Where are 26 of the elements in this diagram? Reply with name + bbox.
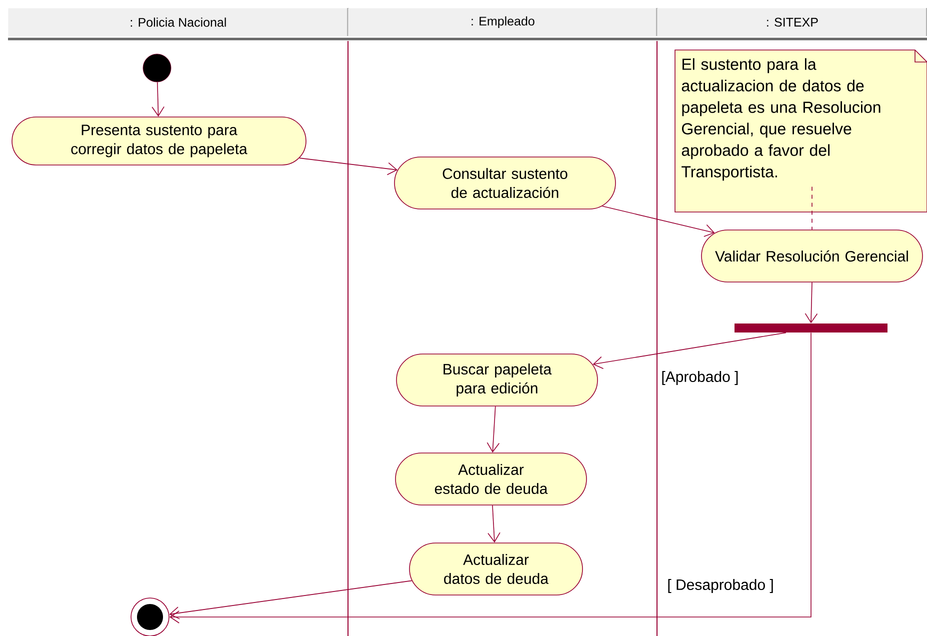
activity-box: Actualizar estado de deuda — [395, 452, 587, 506]
edge-label: [Aprobado ] — [660, 370, 740, 386]
swimlane-header: : SITEXP — [657, 8, 927, 36]
activity-box: Presenta sustento para corregir datos de papeleta — [12, 116, 306, 166]
arrow — [486, 406, 500, 453]
activity-box: Consultar sustento de actualización — [394, 156, 616, 210]
note-box: El sustento para la actualizacion de datos de papeleta es una Resolucion Gerencial, que resuelve aprobado a favor del Transportista. — [674, 50, 927, 212]
arrow — [592, 332, 786, 370]
activity-box: Buscar papeleta para edición — [396, 354, 598, 406]
arrow — [152, 82, 164, 117]
swimlane-header: : Policia Nacional — [8, 8, 349, 36]
arrow — [804, 282, 818, 324]
arrow — [299, 158, 398, 176]
arrow — [169, 580, 412, 620]
arrow — [169, 332, 812, 624]
swimlane-header: : Empleado — [348, 8, 658, 36]
activity-box: Actualizar datos de deuda — [409, 542, 583, 596]
node-label: : Empleado — [472, 16, 534, 28]
arrow — [488, 505, 500, 543]
fork-bar — [734, 324, 888, 332]
node-label: : SITEXP — [767, 18, 818, 27]
activity-box: Validar Resolución Gerencial — [701, 230, 923, 282]
arrow — [602, 206, 715, 237]
end-circle — [130, 598, 170, 636]
start-circle — [142, 54, 172, 82]
edge-label: [ Desaprobado ] — [666, 578, 775, 594]
